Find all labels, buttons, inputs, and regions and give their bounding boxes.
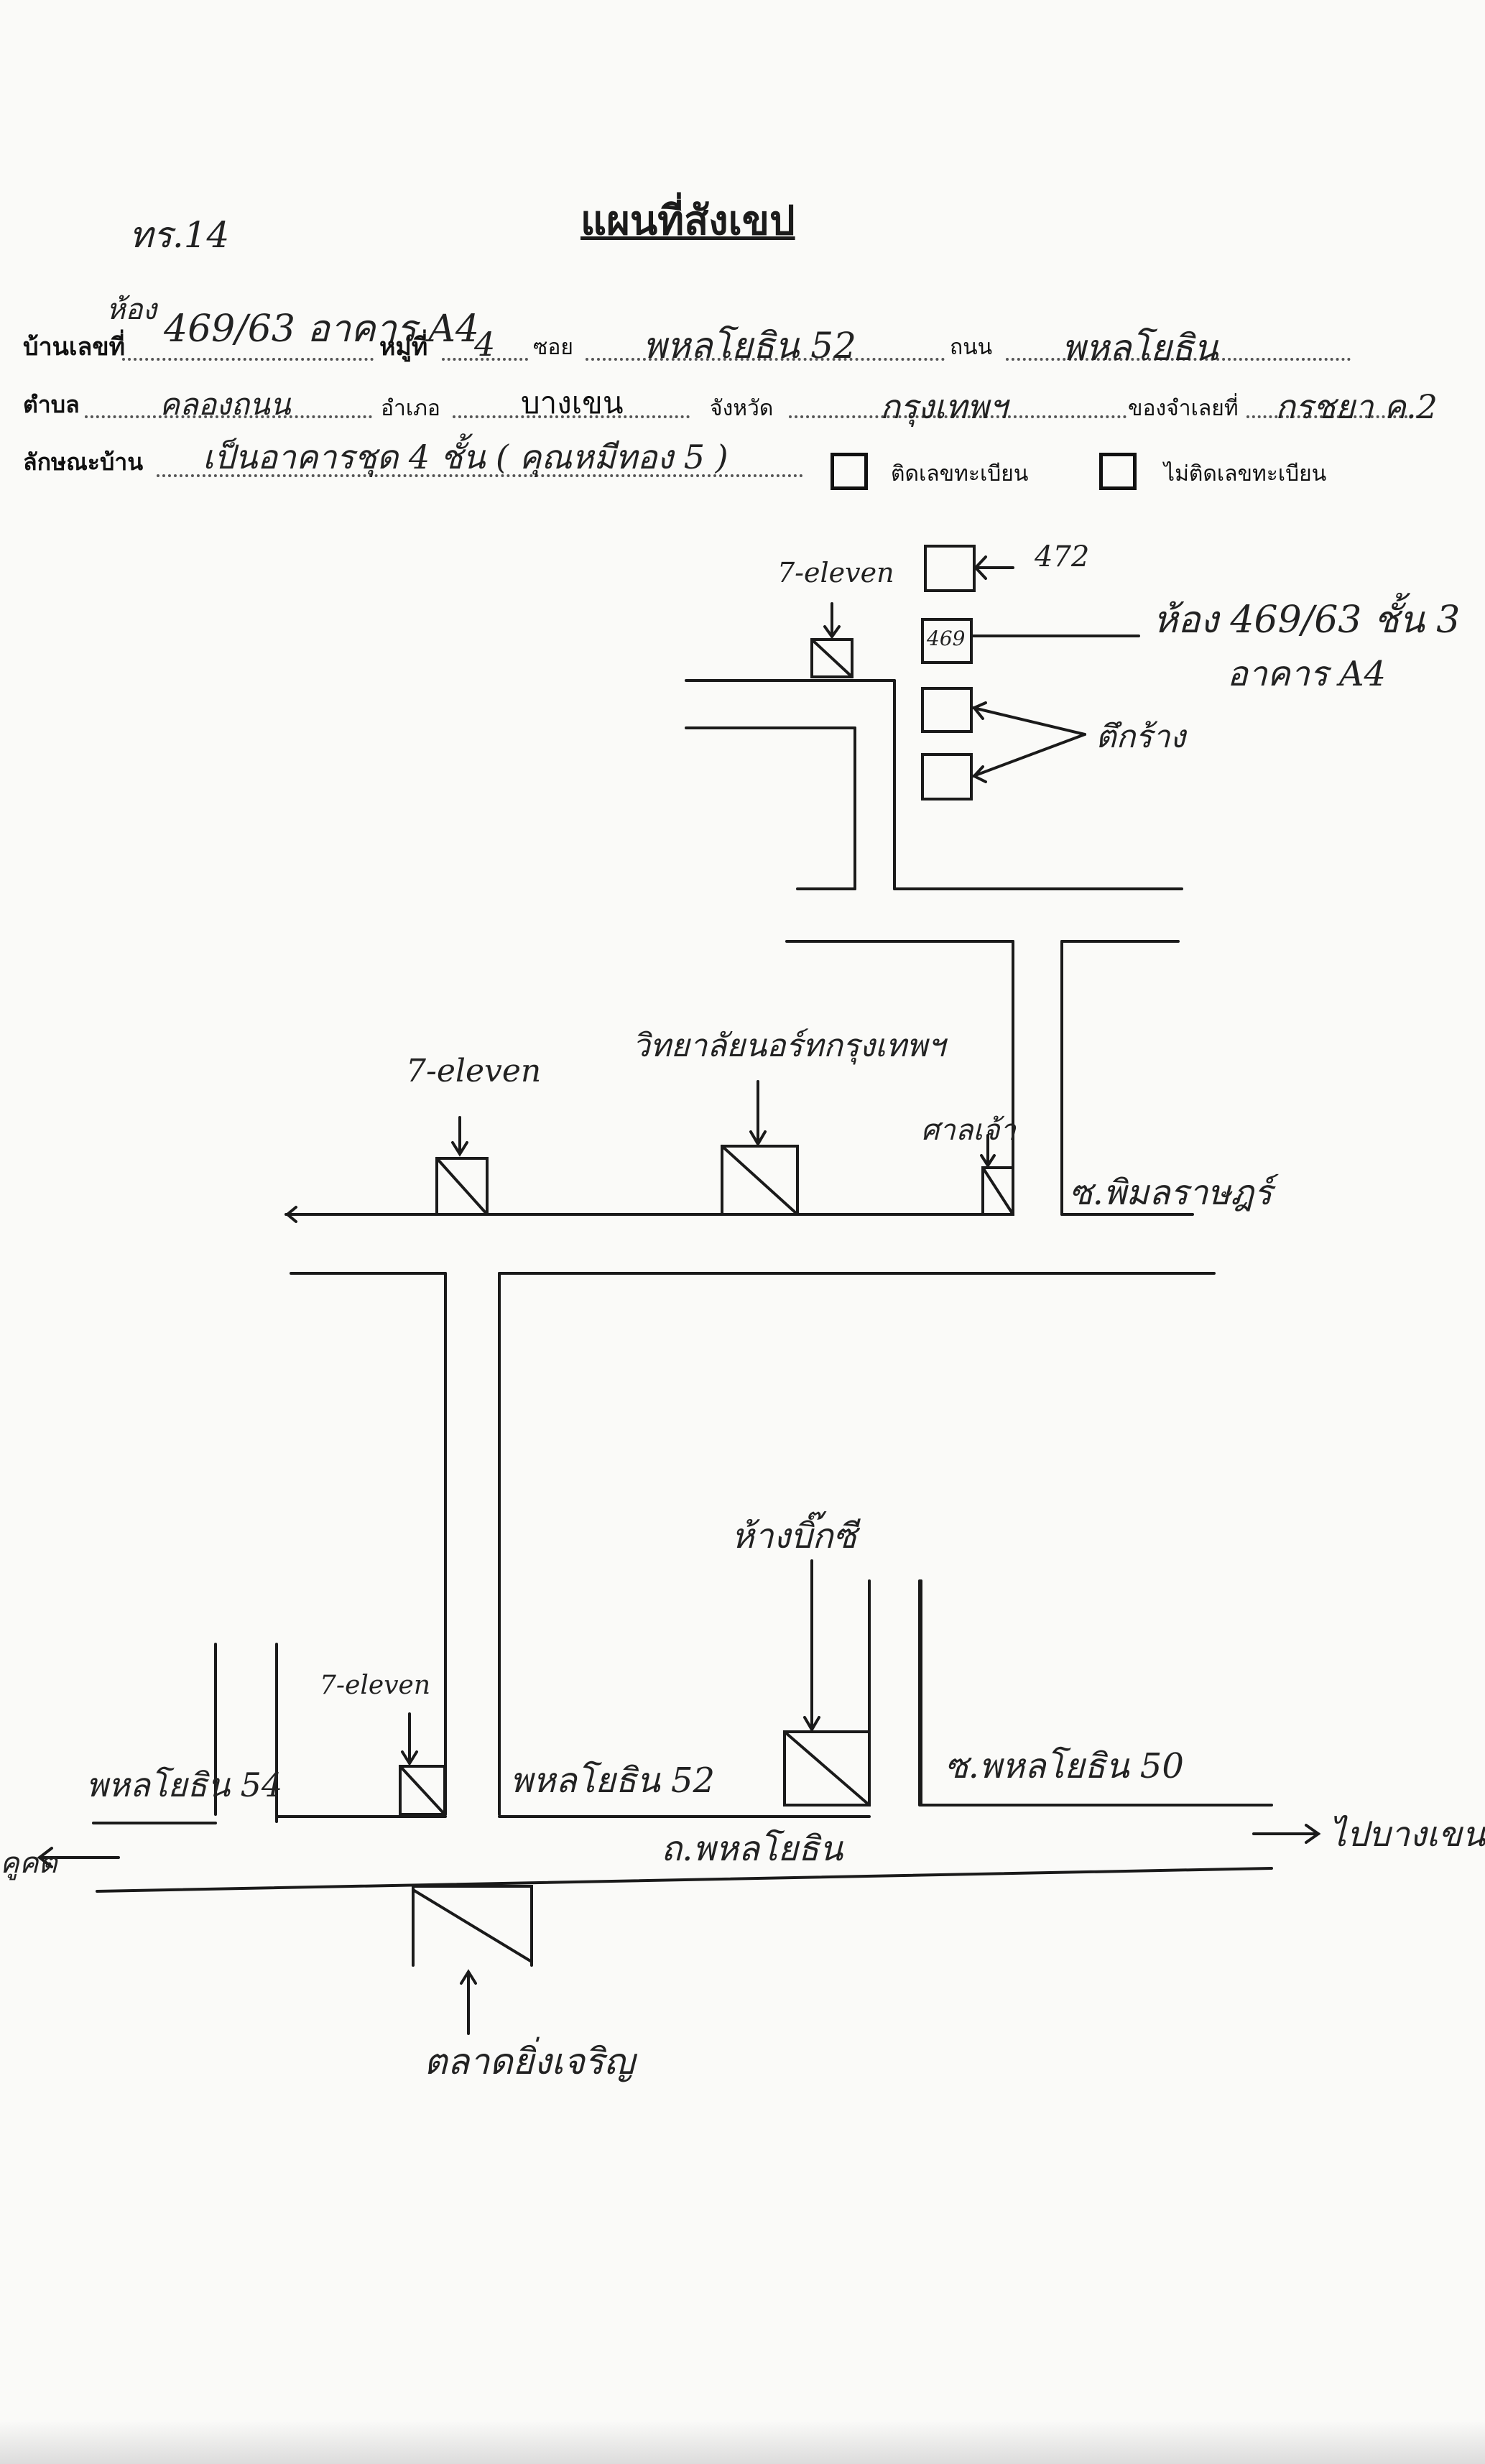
- province-label: จังหวัด: [710, 396, 774, 421]
- soi-line: [586, 358, 945, 361]
- bigc-arrowhead: [803, 1716, 820, 1732]
- arrow-khukot-head: [37, 1847, 53, 1868]
- soi-52-label: พหลโยธิน 52: [510, 1761, 716, 1801]
- seven-eleven-top-diag: [810, 638, 853, 678]
- row-houses-label: ตึกร้าง: [1096, 719, 1186, 755]
- not-registered-checkbox-label: ไม่ติดเลขทะเบียน: [1164, 461, 1327, 486]
- row-house-arrow-2: [972, 733, 1086, 778]
- row-house-box-1: [921, 687, 973, 733]
- market-box: [412, 1885, 533, 1967]
- seven-eleven-top-label: 7-eleven: [777, 557, 894, 589]
- building-469-rect: [921, 618, 973, 664]
- seven-eleven-bottom-diag: [399, 1765, 446, 1816]
- seven-eleven-mid-arrowhead: [451, 1141, 468, 1157]
- main-road-label: ถ.พหลโยธิน: [661, 1829, 843, 1869]
- seven-eleven-bottom-box: [399, 1765, 446, 1816]
- house-type-line: [157, 474, 803, 477]
- room-prefix: ห้อง: [106, 293, 157, 326]
- big-c-label: ห้างบิ๊กซี: [731, 1516, 857, 1556]
- middle-road-arrowhead: [284, 1206, 297, 1223]
- to-khukot-label: คูคต: [0, 1847, 57, 1880]
- university-label: วิทยาลัยนอร์ทกรุงเทพฯ: [632, 1028, 945, 1064]
- shrine-diag: [981, 1166, 1014, 1216]
- market-arrowhead: [460, 1969, 477, 1985]
- tambon-line: [85, 415, 372, 418]
- form-code: ทร.14: [129, 214, 230, 256]
- amphoe-value: บางเขน: [521, 385, 624, 420]
- university-diag: [721, 1145, 799, 1216]
- seven-eleven-mid-diag: [435, 1157, 489, 1216]
- amphoe-line: [453, 415, 690, 418]
- target-room-label-2: อาคาร A4: [1227, 654, 1387, 694]
- seven-eleven-top-arrowhead: [823, 625, 841, 640]
- seven-eleven-mid-label: 7-eleven: [406, 1053, 542, 1089]
- soi-54-label: พหลโยธิน 54: [86, 1766, 283, 1804]
- amphoe-label: อำเภอ: [381, 396, 440, 421]
- building-472-box: [924, 545, 976, 592]
- university-arrowhead: [749, 1130, 767, 1147]
- building-469-label: 469: [927, 627, 966, 650]
- bigc-box: [783, 1730, 871, 1807]
- tambon-value: คลองถนน: [159, 387, 291, 422]
- bigc-diag: [783, 1730, 871, 1807]
- row-house-arrowhead-2: [971, 765, 987, 783]
- target-room-label-1: ห้อง 469/63 ชั้น 3: [1153, 599, 1461, 642]
- house-no-label: บ้านเลขที่: [23, 333, 126, 361]
- road-label: ถนน: [950, 335, 993, 360]
- house-type-label: ลักษณะบ้าน: [23, 448, 144, 476]
- owner-line: [1246, 415, 1419, 418]
- moo-value: 4: [474, 325, 496, 364]
- row-house-arrow-1: [972, 706, 1086, 736]
- arrow-472-head: [973, 555, 987, 580]
- house-type-value: เป็นอาคารชุด 4 ชั้น ( คุณหมีทอง 5 ): [203, 438, 728, 476]
- market-diag: [412, 1888, 533, 1963]
- shrine-arrowhead: [980, 1154, 996, 1168]
- building-472-label: 472: [1035, 540, 1090, 573]
- seven-eleven-mid-box: [435, 1157, 489, 1216]
- soi-value: พหลโยธิน 52: [643, 325, 856, 366]
- tambon-label: ตำบล: [23, 391, 80, 418]
- main-road-lower: [96, 1867, 1273, 1893]
- not-registered-checkbox[interactable]: [1099, 453, 1137, 490]
- row-house-box-2: [921, 753, 973, 800]
- road-line: [1006, 358, 1351, 361]
- shrine-label: ศาลเจ้า: [921, 1114, 1016, 1147]
- seven-eleven-bottom-label: 7-eleven: [320, 1671, 431, 1700]
- moo-label: หมู่ที่: [379, 333, 428, 361]
- arrow-bangkhen-head: [1305, 1824, 1321, 1844]
- registered-checkbox[interactable]: [831, 453, 868, 490]
- house-no-line: [122, 358, 374, 361]
- moo-line: [442, 358, 528, 361]
- row-house-arrowhead-1: [971, 701, 987, 720]
- province-line: [789, 415, 1127, 418]
- seven-eleven-bottom-arrowhead: [401, 1750, 418, 1766]
- page-title: แผนที่สังเขป: [580, 198, 795, 244]
- university-box: [721, 1145, 799, 1216]
- to-bangkhen-label: ไปบางเขน: [1329, 1814, 1485, 1855]
- shrine-box: [981, 1166, 1014, 1216]
- owner-value: กรชยา ค.2: [1275, 387, 1438, 426]
- province-value: กรุงเทพฯ: [880, 387, 1008, 426]
- soi-phimonrat-label: ซ.พิมลราษฎร์: [1069, 1173, 1272, 1213]
- owner-label: ของจำเลยที่: [1128, 396, 1239, 421]
- soi-50-label: ซ.พหลโยธิน 50: [945, 1746, 1184, 1786]
- house-no-value: 469/63 อาคาร A4: [164, 308, 479, 351]
- registered-checkbox-label: ติดเลขทะเบียน: [891, 461, 1029, 486]
- road-value: พหลโยธิน: [1062, 327, 1218, 369]
- market-label: ตลาดยิ่งเจริญ: [424, 2041, 635, 2082]
- soi-label: ซอย: [533, 335, 573, 360]
- seven-eleven-top-box: [810, 638, 853, 678]
